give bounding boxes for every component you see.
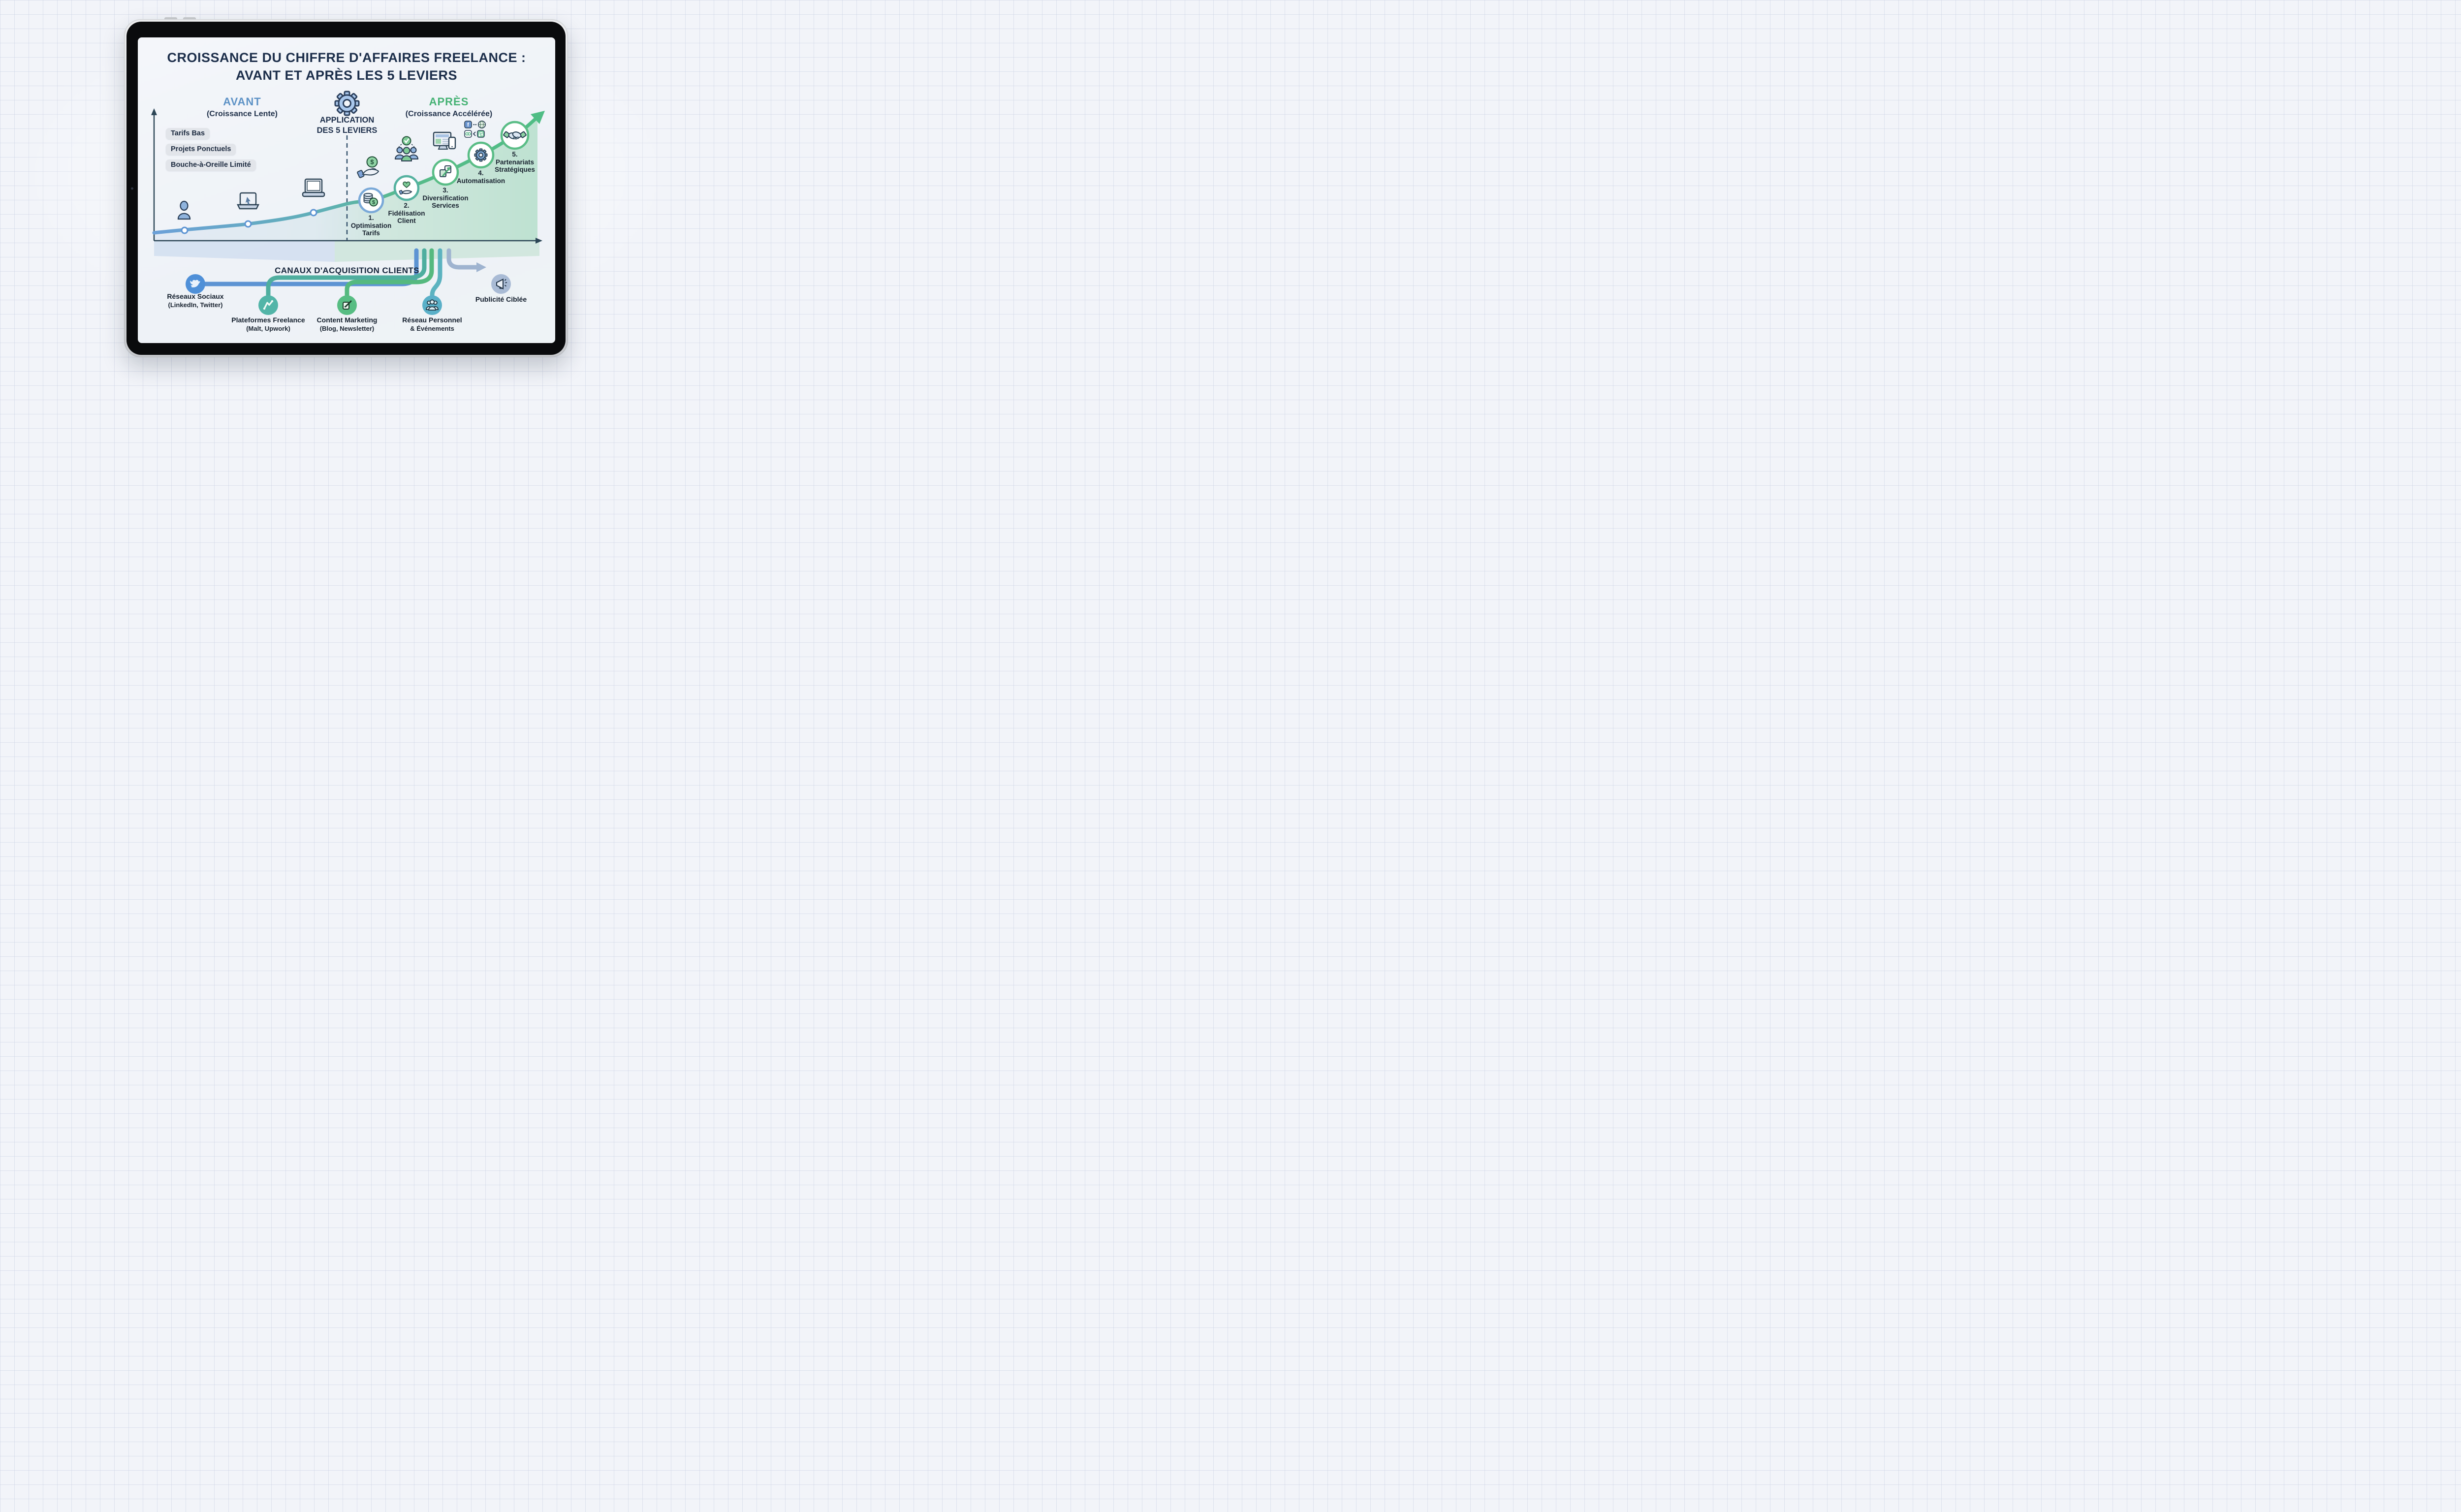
tablet-bezel: $ (126, 22, 566, 355)
channel-label-ads: Publicité Ciblée (475, 295, 527, 303)
hand-coin-icon: $ (357, 156, 379, 178)
page-title-line2: AVANT ET APRÈS LES 5 LEVIERS (235, 67, 458, 83)
gear-icon (334, 91, 360, 116)
targeted-ads-arrowhead (476, 262, 486, 272)
tag-bouche-a-oreille: Bouche-à-Oreille Limité (166, 159, 256, 171)
channel-label-content: Content Marketing (Blog, Newsletter) (316, 316, 378, 332)
apres-label: APRÈS (429, 95, 469, 108)
lever-3-label: 3. Diversification Services (422, 187, 469, 210)
channel-node-content (337, 295, 357, 315)
channel-node-social (186, 274, 205, 294)
tablet-camera-icon (131, 187, 133, 189)
devices-icon (433, 131, 456, 150)
avant-label: AVANT (223, 95, 261, 108)
person-icon (177, 200, 191, 220)
tablet-frame: $ (124, 19, 568, 357)
page-title: CROISSANCE DU CHIFFRE D'AFFAIRES FREELAN… (138, 49, 555, 84)
tag-projets-ponctuels: Projets Ponctuels (166, 144, 236, 155)
section-apres: APRÈS (Croissance Accélérée) (390, 95, 508, 119)
channel-label-network: Réseau Personnel & Événements (402, 316, 462, 332)
funnel-right-wedge (335, 241, 539, 262)
music-note-icon (477, 130, 485, 138)
team-check-icon (394, 136, 419, 161)
section-avant: AVANT (Croissance Lente) (183, 95, 301, 119)
page-title-line1: CROISSANCE DU CHIFFRE D'AFFAIRES FREELAN… (167, 50, 526, 65)
apres-sublabel: (Croissance Accélérée) (405, 110, 493, 118)
y-axis-arrow-icon (151, 108, 157, 115)
channel-node-network (422, 295, 442, 315)
svg-text:f: f (467, 122, 469, 128)
lever-node-5 (500, 121, 530, 150)
laptop-icon (302, 178, 325, 197)
chevron-left-icon (473, 131, 476, 136)
globe-icon (477, 121, 486, 128)
funnel-left-wedge (154, 241, 335, 262)
channel-node-ads (491, 274, 511, 294)
avant-tags: Tarifs Bas Projets Ponctuels Bouche-à-Or… (166, 128, 256, 175)
svg-text:$: $ (372, 200, 375, 206)
social-apps-icons: f (464, 121, 486, 138)
lever-5-label: 5. Partenariats Stratégiques (495, 151, 535, 174)
tag-tarifs-bas: Tarifs Bas (166, 128, 210, 139)
channel-node-platforms (258, 295, 278, 315)
application-label: APPLICATION DES 5 LEVIERS (316, 116, 378, 135)
tablet-screen: $ (138, 37, 555, 343)
channels-heading: CANAUX D'ACQUISITION CLIENTS (275, 266, 419, 275)
channel-label-social: Réseaux Sociaux (LinkedIn, Twitter) (167, 292, 224, 309)
avant-sublabel: (Croissance Lente) (206, 110, 278, 118)
laptop-cursor-icon (237, 192, 259, 210)
svg-text:$: $ (370, 158, 374, 166)
